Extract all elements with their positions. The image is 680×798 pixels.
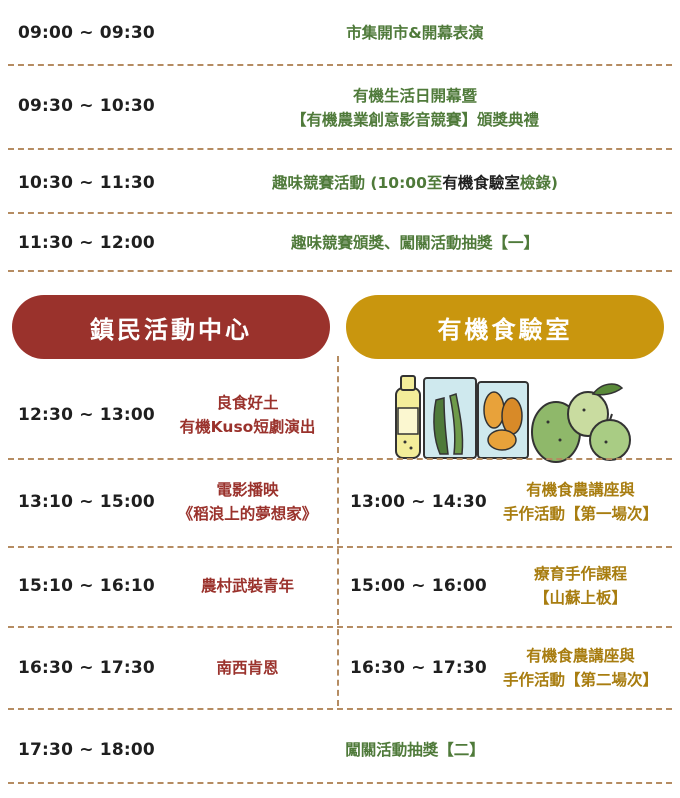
event-line: 闖關活動抽獎【二】 <box>345 741 485 759</box>
event-title: 良食好土 有機Kuso短劇演出 <box>160 391 335 439</box>
event-title: 市集開市&開幕表演 <box>200 21 630 45</box>
time-slot: 11:30 ~ 12:00 <box>18 233 155 253</box>
event-title: 農村武裝青年 <box>160 574 335 598</box>
divider <box>8 782 672 784</box>
column-divider <box>337 356 339 706</box>
event-title: 有機食農講座與 手作活動【第二場次】 <box>488 644 673 692</box>
time-slot: 16:30 ~ 17:30 <box>18 658 155 678</box>
venue-highlight: 有機食驗室 <box>442 174 520 192</box>
event-line: 手作活動【第二場次】 <box>502 671 658 689</box>
time-slot: 09:00 ~ 09:30 <box>18 23 155 43</box>
event-line: 【山蘇上板】 <box>533 589 627 607</box>
bottle-icon <box>395 375 421 459</box>
vegetable-bag-icon <box>423 377 477 459</box>
event-text: 檢錄) <box>519 174 558 192</box>
divider <box>8 270 672 272</box>
divider <box>8 148 672 150</box>
organic-products-illustration <box>395 375 631 463</box>
time-slot: 15:00 ~ 16:00 <box>350 576 487 596</box>
event-title: 療育手作課程 【山蘇上板】 <box>488 562 673 610</box>
event-text: 趣味競賽活動 (10:00至 <box>272 174 443 192</box>
event-line: 市集開市&開幕表演 <box>346 24 484 42</box>
event-line: 有機生活日開幕暨 <box>352 87 477 105</box>
event-title: 趣味競賽活動 (10:00至有機食驗室檢錄) <box>200 171 630 195</box>
event-title: 趣味競賽頒獎、闖關活動抽獎【一】 <box>200 231 630 255</box>
time-slot: 16:30 ~ 17:30 <box>350 658 487 678</box>
event-line: 趣味競賽頒獎、闖關活動抽獎【一】 <box>290 234 539 252</box>
divider <box>8 546 672 548</box>
event-title: 闖關活動抽獎【二】 <box>200 738 630 762</box>
time-slot: 13:10 ~ 15:00 <box>18 492 155 512</box>
divider <box>8 458 672 460</box>
event-title: 電影播映 《稻浪上的夢想家》 <box>160 478 335 526</box>
divider <box>8 212 672 214</box>
event-line: 【有機農業創意影音競賽】頒獎典禮 <box>290 111 539 129</box>
event-line: 有機食農講座與 <box>526 647 635 665</box>
dried-fruit-bag-icon <box>477 381 529 459</box>
divider <box>8 708 672 710</box>
time-slot: 13:00 ~ 14:30 <box>350 492 487 512</box>
time-slot: 15:10 ~ 16:10 <box>18 576 155 596</box>
event-title: 有機食農講座與 手作活動【第一場次】 <box>488 478 673 526</box>
event-title: 有機生活日開幕暨 【有機農業創意影音競賽】頒獎典禮 <box>200 84 630 132</box>
event-line: 有機Kuso短劇演出 <box>179 418 316 436</box>
time-slot: 10:30 ~ 11:30 <box>18 173 155 193</box>
event-line: 有機食農講座與 <box>526 481 635 499</box>
event-line: 療育手作課程 <box>533 565 627 583</box>
divider <box>8 64 672 66</box>
event-line: 農村武裝青年 <box>200 577 294 595</box>
guava-icon <box>531 383 631 463</box>
divider <box>8 626 672 628</box>
venue-header-right: 有機食驗室 <box>346 295 664 359</box>
time-slot: 12:30 ~ 13:00 <box>18 405 155 425</box>
event-line: 良食好土 <box>216 394 279 412</box>
time-slot: 17:30 ~ 18:00 <box>18 740 155 760</box>
venue-header-left: 鎮民活動中心 <box>12 295 330 359</box>
event-line: 《稻浪上的夢想家》 <box>177 505 318 523</box>
event-title: 南西肯恩 <box>160 656 335 680</box>
event-line: 手作活動【第一場次】 <box>502 505 658 523</box>
event-line: 電影播映 <box>216 481 279 499</box>
time-slot: 09:30 ~ 10:30 <box>18 96 155 116</box>
event-line: 南西肯恩 <box>216 659 279 677</box>
